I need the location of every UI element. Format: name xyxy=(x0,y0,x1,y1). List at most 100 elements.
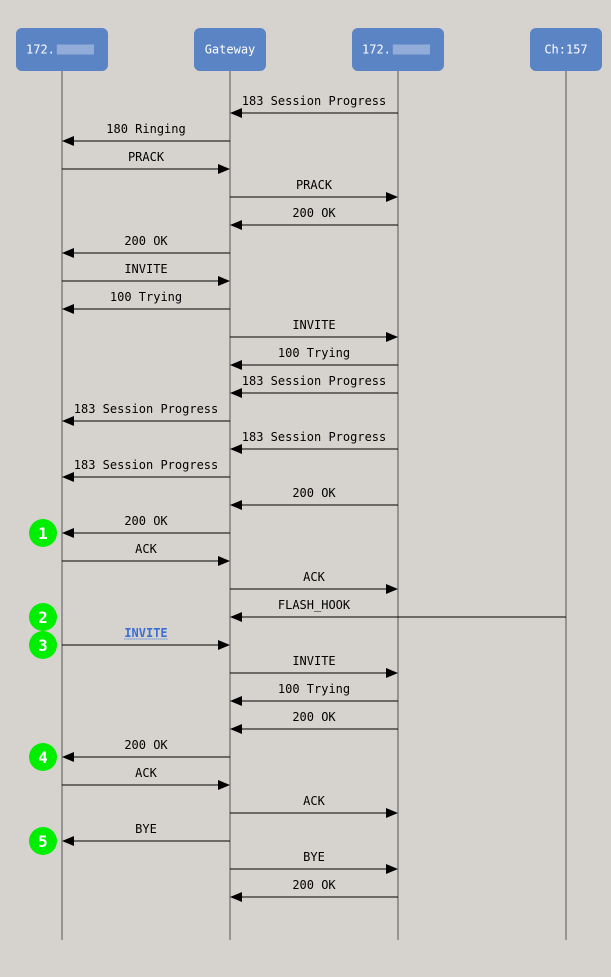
step-marker[interactable]: 3 xyxy=(29,631,57,659)
step-marker[interactable]: 4 xyxy=(29,743,57,771)
message-arrowhead xyxy=(62,528,74,538)
message-arrowhead xyxy=(386,192,398,202)
message: PRACK xyxy=(230,178,398,202)
message: ACK xyxy=(230,570,398,594)
message: 100 Trying xyxy=(62,290,230,314)
message-label: BYE xyxy=(303,850,325,864)
message-label: 183 Session Progress xyxy=(242,374,387,388)
message-arrowhead xyxy=(230,444,242,454)
message-arrowhead xyxy=(230,500,242,510)
message: 183 Session Progress xyxy=(230,430,398,454)
step-markers: 1 2 3 4 5 xyxy=(29,519,57,855)
message-label: 200 OK xyxy=(124,234,168,248)
message: INVITE xyxy=(230,318,398,342)
step-marker-circle[interactable] xyxy=(29,743,57,771)
message: 200 OK xyxy=(230,486,398,510)
message: 180 Ringing xyxy=(62,122,230,146)
participant-label: 172. xyxy=(362,43,391,57)
message: 200 OK xyxy=(230,710,398,734)
message-arrowhead xyxy=(62,752,74,762)
message: INVITE xyxy=(62,626,230,650)
message: FLASH_HOOK xyxy=(230,598,566,622)
step-marker[interactable]: 2 xyxy=(29,603,57,631)
redacted-block xyxy=(56,44,94,55)
message-label: 183 Session Progress xyxy=(74,402,219,416)
message-label: 183 Session Progress xyxy=(74,458,219,472)
message: 183 Session Progress xyxy=(230,374,398,398)
message-arrowhead xyxy=(218,640,230,650)
message-arrowhead xyxy=(386,584,398,594)
message: BYE xyxy=(230,850,398,874)
step-marker-circle[interactable] xyxy=(29,631,57,659)
message: 183 Session Progress xyxy=(62,402,230,426)
step-marker-circle[interactable] xyxy=(29,827,57,855)
message: ACK xyxy=(62,542,230,566)
message: 183 Session Progress xyxy=(230,94,398,118)
redacted-block xyxy=(392,44,430,55)
message: BYE xyxy=(62,822,230,846)
participant-label: Gateway xyxy=(205,43,256,57)
message-arrowhead xyxy=(62,248,74,258)
participant-label: 172. xyxy=(26,43,55,57)
message-label: 200 OK xyxy=(292,486,336,500)
message-label: FLASH_HOOK xyxy=(278,598,351,612)
message-label: ACK xyxy=(135,766,157,780)
message-arrowhead xyxy=(230,892,242,902)
message-label: INVITE xyxy=(292,654,335,668)
message-arrowhead xyxy=(230,696,242,706)
message-label: 180 Ringing xyxy=(106,122,185,136)
message-arrowhead xyxy=(386,864,398,874)
message: 200 OK xyxy=(230,206,398,230)
step-marker-circle[interactable] xyxy=(29,603,57,631)
message-arrowhead xyxy=(230,360,242,370)
message-label: 200 OK xyxy=(124,514,168,528)
step-marker[interactable]: 1 xyxy=(29,519,57,547)
message-arrowhead xyxy=(218,164,230,174)
participant-gw: Gateway xyxy=(194,28,266,71)
message: 200 OK xyxy=(62,738,230,762)
message: ACK xyxy=(62,766,230,790)
message-label: 200 OK xyxy=(292,206,336,220)
message-label: 200 OK xyxy=(124,738,168,752)
step-marker-number: 4 xyxy=(38,748,48,767)
step-marker-number: 3 xyxy=(38,636,48,655)
step-marker-circle[interactable] xyxy=(29,519,57,547)
participant-label: Ch:157 xyxy=(544,43,587,57)
message-arrowhead xyxy=(230,220,242,230)
message: 200 OK xyxy=(62,514,230,538)
step-marker-number: 2 xyxy=(38,608,48,627)
message-label: 100 Trying xyxy=(278,346,350,360)
message-arrowhead xyxy=(62,472,74,482)
message-arrowhead xyxy=(230,108,242,118)
step-marker[interactable]: 5 xyxy=(29,827,57,855)
message-arrowhead xyxy=(230,724,242,734)
participant-p3: 172. xyxy=(352,28,444,71)
message: 100 Trying xyxy=(230,346,398,370)
message: INVITE xyxy=(230,654,398,678)
step-marker-number: 5 xyxy=(38,832,48,851)
message-arrowhead xyxy=(218,556,230,566)
message-label: 200 OK xyxy=(292,878,336,892)
step-marker-number: 1 xyxy=(38,524,48,543)
message-label: 200 OK xyxy=(292,710,336,724)
message-label: BYE xyxy=(135,822,157,836)
message-arrowhead xyxy=(218,276,230,286)
message-label: 183 Session Progress xyxy=(242,430,387,444)
message-label: PRACK xyxy=(128,150,165,164)
message: ACK xyxy=(230,794,398,818)
message-label: INVITE xyxy=(124,626,167,640)
message-label: 100 Trying xyxy=(278,682,350,696)
message-arrowhead xyxy=(386,668,398,678)
participant-box xyxy=(194,28,266,71)
message-label: PRACK xyxy=(296,178,333,192)
message: PRACK xyxy=(62,150,230,174)
message-label: ACK xyxy=(135,542,157,556)
message-label: ACK xyxy=(303,570,325,584)
message-label: INVITE xyxy=(124,262,167,276)
participant-ch: Ch:157 xyxy=(530,28,602,71)
participant-box xyxy=(530,28,602,71)
message-arrowhead xyxy=(62,416,74,426)
